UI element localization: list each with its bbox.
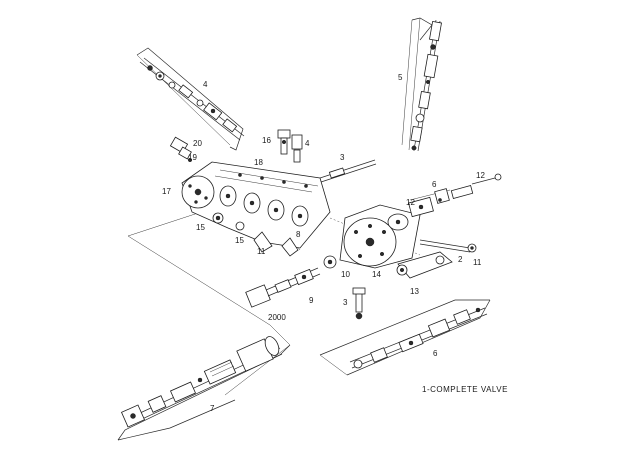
- callout-13: 13: [410, 287, 419, 296]
- callout-9: 9: [309, 296, 314, 305]
- callout-11-right: 11: [473, 258, 482, 267]
- spool-9: [245, 267, 321, 308]
- screw-3: [352, 287, 366, 320]
- callout-12-far: 12: [476, 171, 485, 180]
- callout-20: 20: [193, 139, 202, 148]
- spool-assembly-4: [139, 57, 245, 141]
- callout-17: 17: [162, 187, 171, 196]
- callout-4-mid: 4: [305, 139, 310, 148]
- callout-18: 18: [254, 158, 263, 167]
- callout-labels: 4 5 20 16 4 19 18 3 17 6 12 12 15 15 11 …: [162, 73, 485, 413]
- callout-6: 6: [433, 349, 438, 358]
- rod-3-upper: [319, 159, 377, 183]
- callout-15b: 15: [235, 236, 244, 245]
- callout-3: 3: [340, 153, 345, 162]
- callout-11-left: 11: [257, 247, 266, 256]
- callout-12: 12: [406, 198, 415, 207]
- main-valve-housing: [181, 161, 331, 257]
- callout-10: 10: [341, 270, 350, 279]
- callout-5: 5: [398, 73, 403, 82]
- spool-assembly-6: [349, 307, 488, 369]
- lower-right-parts: [396, 239, 477, 279]
- callout-15: 15: [196, 223, 205, 232]
- small-mark: 2000: [268, 313, 286, 322]
- callout-4-top: 4: [203, 80, 208, 89]
- callout-8: 8: [296, 230, 301, 239]
- callout-14: 14: [372, 270, 381, 279]
- right-fittings-12: [408, 173, 502, 218]
- callout-19: 19: [188, 153, 197, 162]
- valve-cap-16: [277, 129, 303, 163]
- fitting-20: [169, 136, 193, 163]
- callout-2: 2: [458, 255, 463, 264]
- right-valve-housing-14: [323, 204, 421, 269]
- callout-7: 7: [210, 404, 215, 413]
- spool-assembly-7: [120, 336, 283, 428]
- caption-complete-valve: 1-COMPLETE VALVE: [422, 385, 508, 394]
- callout-16: 16: [262, 136, 271, 145]
- callout-6-top: 6: [432, 180, 437, 189]
- rod-assembly-5: [410, 19, 442, 152]
- callout-3-low: 3: [343, 298, 348, 307]
